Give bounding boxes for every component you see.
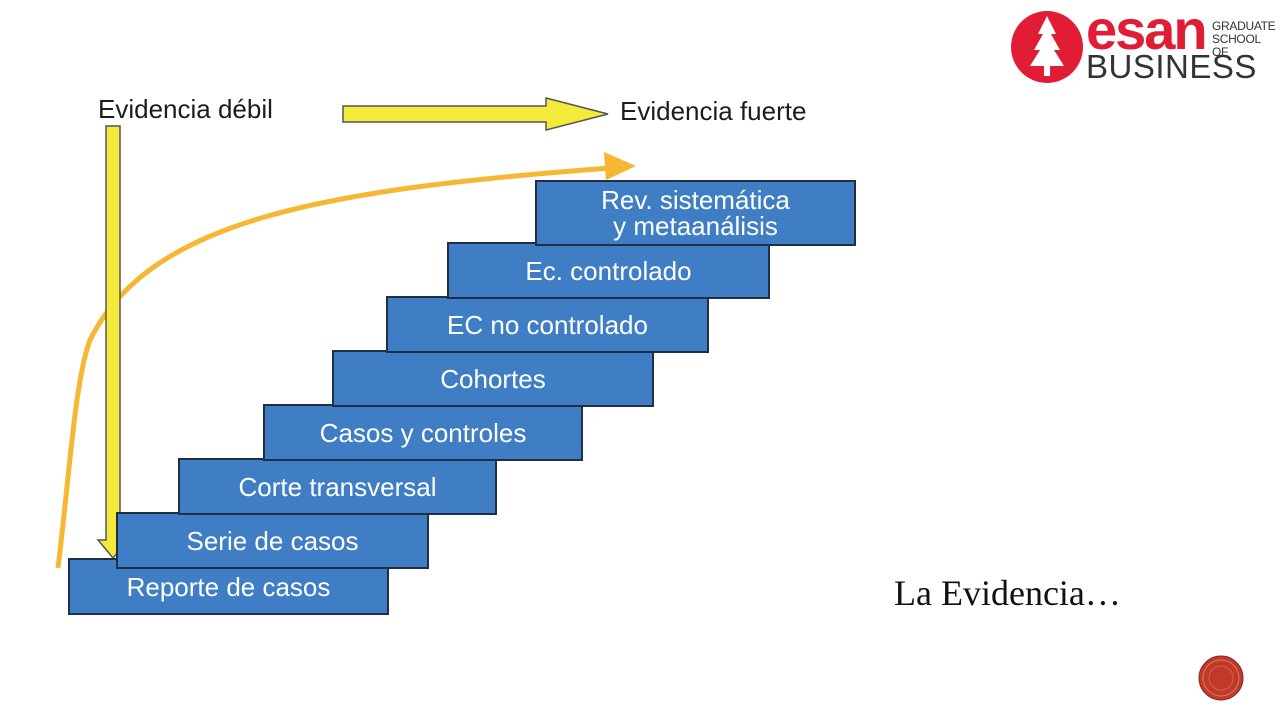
step-label: Cohortes	[440, 363, 546, 394]
esan-logo: esan GRADUATE SCHOOL OF BUSINESS	[1010, 0, 1276, 88]
step-label-stack: Rev. sistemática y metaanálisis	[601, 187, 790, 239]
strong-evidence-label: Evidencia fuerte	[620, 96, 807, 126]
step-label: EC no controlado	[447, 309, 648, 340]
logo-wordmark: esan	[1086, 0, 1208, 61]
step-label: y metaanálisis	[613, 211, 778, 241]
step-label: Corte transversal	[238, 471, 437, 502]
circle-badge-icon[interactable]	[1198, 655, 1244, 701]
step-box: Ec. controlado	[447, 242, 770, 299]
weak-evidence-label: Evidencia débil	[98, 94, 273, 124]
logo-line2: SCHOOL OF	[1212, 32, 1261, 59]
step-label: Serie de casos	[186, 525, 359, 556]
step-label: Ec. controlado	[525, 255, 692, 286]
step-label: Rev. sistemática	[601, 185, 790, 215]
curve-arrowhead	[604, 152, 636, 180]
logo-tagline: GRADUATE SCHOOL OF	[1212, 19, 1276, 59]
step-label: Reporte de casos	[126, 571, 331, 602]
step-box: Rev. sistemática y metaanálisis	[535, 180, 856, 246]
step-box: EC no controlado	[386, 296, 709, 353]
step-box: Cohortes	[332, 350, 654, 407]
logo-business: BUSINESS	[1086, 48, 1257, 85]
step-label: Casos y controles	[319, 417, 527, 448]
slide-title: La Evidencia…	[894, 573, 1121, 613]
logo-line1: GRADUATE	[1212, 19, 1276, 33]
step-box: Serie de casos	[116, 512, 429, 569]
horizontal-arrow	[342, 97, 609, 131]
step-box: Casos y controles	[263, 404, 583, 461]
evidence-growth-curve	[55, 165, 611, 569]
tree-seal-icon	[1011, 11, 1083, 83]
vertical-arrow	[96, 125, 130, 560]
step-box: Corte transversal	[178, 458, 497, 515]
